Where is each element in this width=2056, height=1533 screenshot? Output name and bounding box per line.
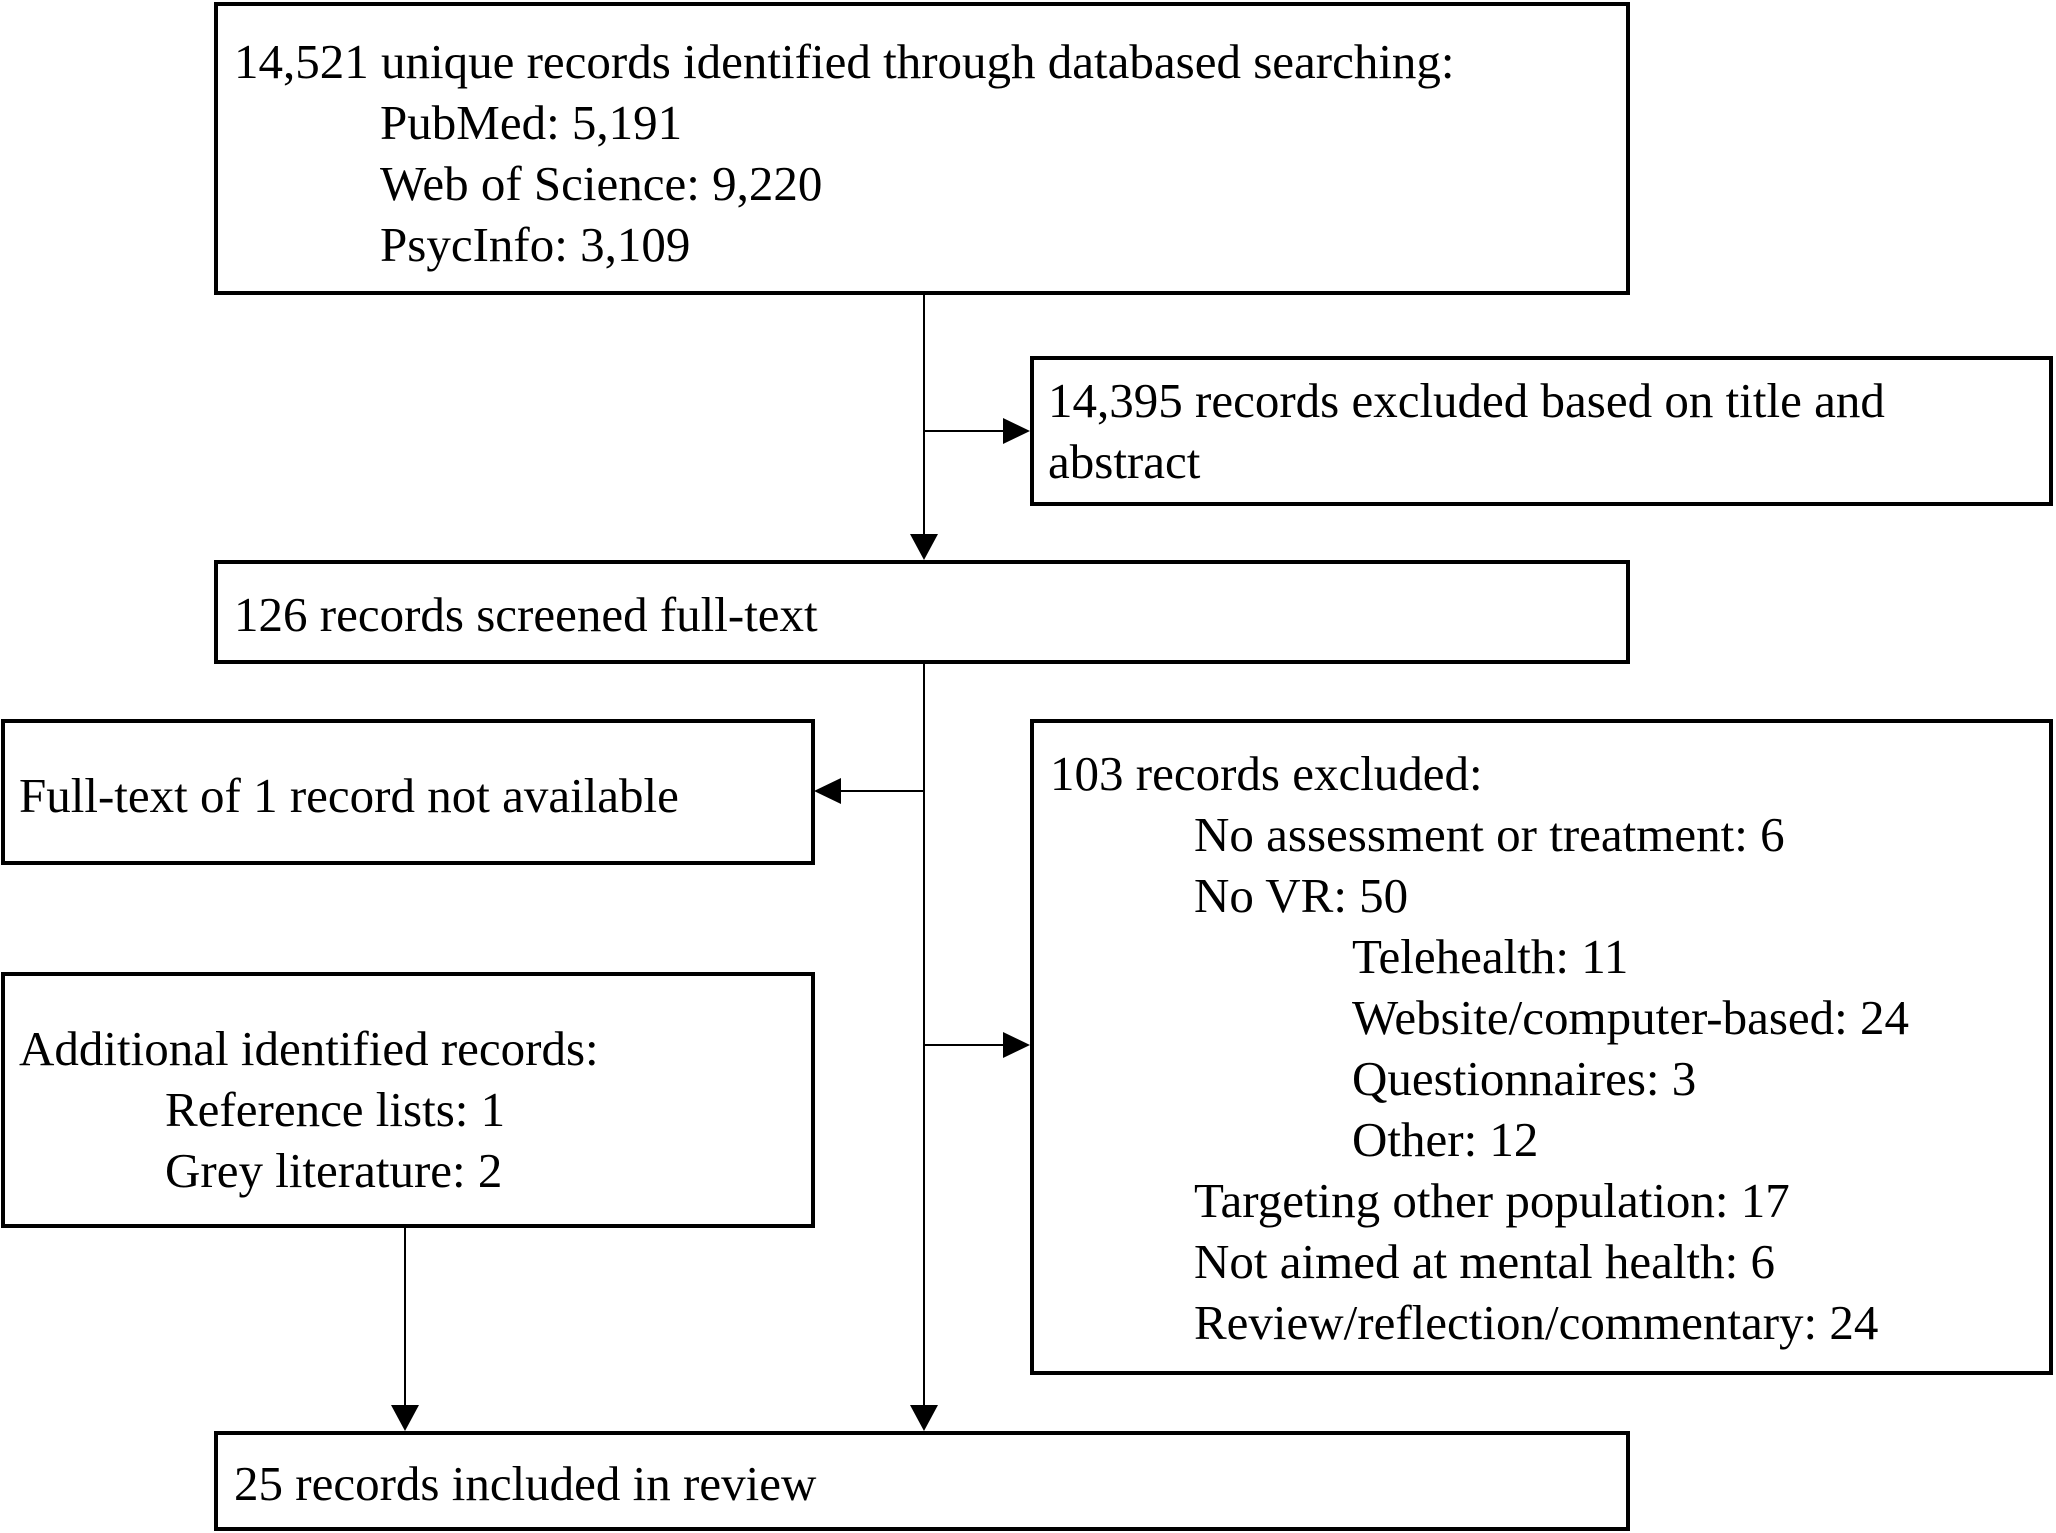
excluded-fulltext-heading: 103 records excluded: — [1050, 746, 1483, 801]
reason-no-vr: No VR: 50 — [1194, 868, 1409, 923]
reason-no-assessment: No assessment or treatment: 6 — [1194, 807, 1785, 862]
not-available-text: Full-text of 1 record not available — [19, 768, 679, 823]
screened-text: 126 records screened full-text — [234, 587, 818, 642]
arrowhead-to-excluded-fulltext — [1003, 1032, 1030, 1058]
additional-grey-literature: Grey literature: 2 — [165, 1143, 503, 1198]
included-text: 25 records included in review — [234, 1456, 817, 1511]
source-web-of-science: Web of Science: 9,220 — [380, 156, 823, 211]
additional-records-box: Additional identified records: Reference… — [1, 972, 815, 1228]
reason-no-vr-telehealth: Telehealth: 11 — [1352, 929, 1629, 984]
identified-records-heading: 14,521 unique records identified through… — [234, 34, 1455, 89]
reason-review: Review/reflection/commentary: 24 — [1194, 1295, 1879, 1350]
reason-not-mental-health: Not aimed at mental health: 6 — [1194, 1234, 1776, 1289]
screened-box: 126 records screened full-text — [214, 560, 1630, 664]
excluded-title-abstract-line-1: 14,395 records excluded based on title a… — [1048, 373, 1885, 428]
reason-other-population: Targeting other population: 17 — [1194, 1173, 1790, 1228]
reason-no-vr-questionnaires: Questionnaires: 3 — [1352, 1051, 1697, 1106]
additional-reference-lists: Reference lists: 1 — [165, 1082, 506, 1137]
arrowhead-to-included-left — [391, 1405, 419, 1431]
identified-records-box: 14,521 unique records identified through… — [214, 2, 1630, 295]
not-available-box: Full-text of 1 record not available — [1, 719, 815, 865]
reason-no-vr-website: Website/computer-based: 24 — [1352, 990, 1910, 1045]
excluded-title-abstract-line-2: abstract — [1048, 434, 1201, 489]
excluded-title-abstract-box: 14,395 records excluded based on title a… — [1030, 356, 2053, 506]
arrowhead-to-not-available — [814, 778, 841, 804]
included-box: 25 records included in review — [214, 1431, 1630, 1531]
additional-records-heading: Additional identified records: — [19, 1021, 599, 1076]
source-psycinfo: PsycInfo: 3,109 — [380, 217, 691, 272]
reason-no-vr-other: Other: 12 — [1352, 1112, 1539, 1167]
arrowhead-to-screened — [910, 534, 938, 560]
arrowhead-to-included-right — [910, 1405, 938, 1431]
source-pubmed: PubMed: 5,191 — [380, 95, 683, 150]
arrowhead-to-excluded-title-abstract — [1003, 418, 1030, 444]
excluded-fulltext-box: 103 records excluded: No assessment or t… — [1030, 719, 2053, 1375]
